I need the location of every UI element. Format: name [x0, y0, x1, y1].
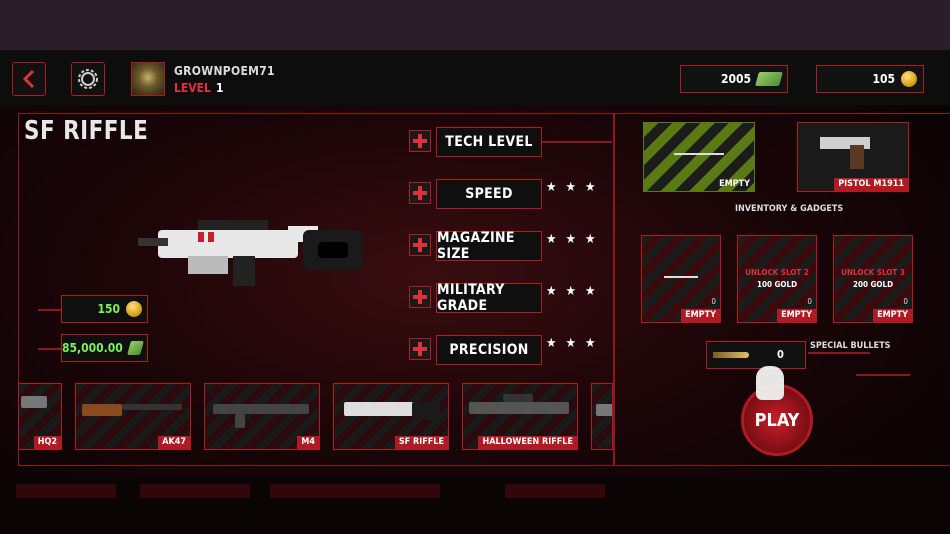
cash-icon	[755, 72, 783, 86]
weapon-thumb-halloween-riffle[interactable]: HALLOWEEN RIFFLE	[462, 383, 578, 450]
bottom-decor-3	[270, 484, 440, 498]
level-value: 1	[216, 81, 224, 95]
upgrade-precision-button[interactable]	[409, 338, 431, 360]
weapon-panel	[18, 113, 614, 466]
primary-weapon-slot[interactable]: EMPTY	[643, 122, 755, 192]
weapon-thumb-hq2[interactable]: HQ2	[18, 383, 62, 450]
upgrade-tech-level-button[interactable]	[409, 130, 431, 152]
inventory-slot-3[interactable]: UNLOCK SLOT 3 200 GOLD 0 EMPTY	[833, 235, 913, 323]
gold-price[interactable]: 150	[61, 295, 148, 323]
play-button[interactable]: PLAY	[741, 384, 813, 456]
upgrade-magazine-button[interactable]	[409, 234, 431, 256]
pistol-image	[820, 137, 870, 169]
cash-price[interactable]: 85,000.00	[61, 334, 148, 362]
cash-icon	[126, 341, 144, 355]
bottom-decor-4	[505, 484, 605, 498]
gold-display[interactable]: 105	[816, 65, 924, 93]
level-label: LEVEL	[174, 81, 211, 95]
stat-precision: PRECISION	[436, 335, 542, 365]
stat-speed: SPEED	[436, 179, 542, 209]
precision-stars: ★★★	[546, 336, 605, 351]
gear-icon	[78, 69, 98, 89]
cash-display[interactable]: 2005	[680, 65, 788, 93]
settings-button[interactable]	[71, 62, 105, 96]
weapon-thumb-m4[interactable]: M4	[204, 383, 320, 450]
avatar[interactable]	[131, 62, 165, 96]
upgrade-military-grade-button[interactable]	[409, 286, 431, 308]
inventory-slot-2[interactable]: UNLOCK SLOT 2 100 GOLD 0 EMPTY	[737, 235, 817, 323]
special-bullets-box[interactable]: 0	[706, 341, 806, 369]
weapon-thumb-ak47[interactable]: AK47	[75, 383, 191, 450]
stat-magazine-size: MAGAZINE SIZE	[436, 230, 542, 262]
username: GROWNPOEM71	[174, 64, 275, 78]
weapon-title: SF RIFFLE	[24, 116, 149, 146]
inventory-title: INVENTORY & GADGETS	[735, 204, 844, 214]
military-grade-stars: ★★★	[546, 284, 605, 299]
secondary-weapon-slot[interactable]: PISTOL M1911	[797, 122, 909, 192]
bottom-decor-2	[140, 484, 250, 498]
weapon-thumb-sf-riffle[interactable]: SF RIFFLE	[333, 383, 449, 450]
magazine-stars: ★★★	[546, 232, 605, 247]
special-bullets-label: SPECIAL BULLETS	[810, 341, 891, 351]
chevron-left-icon	[22, 69, 35, 89]
stat-military-grade: MILITARY GRADE	[436, 282, 542, 314]
top-bar	[0, 0, 950, 50]
bullet-icon	[713, 352, 749, 358]
stat-tech-level: TECH LEVEL	[436, 127, 542, 157]
speed-stars: ★★★	[546, 180, 605, 195]
sf-rifle-image	[138, 220, 363, 286]
inventory-slot-1[interactable]: 0 EMPTY	[641, 235, 721, 323]
upgrade-speed-button[interactable]	[409, 182, 431, 204]
loadout-panel	[614, 113, 950, 466]
bottom-decor-1	[16, 484, 116, 498]
coin-icon	[901, 71, 917, 87]
tutorial-hand-icon	[756, 366, 784, 400]
coin-icon	[126, 301, 142, 317]
back-button[interactable]	[12, 62, 46, 96]
gold-amount: 105	[872, 72, 895, 86]
weapon-thumb-partial[interactable]	[591, 383, 613, 450]
cash-amount: 2005	[720, 72, 751, 86]
